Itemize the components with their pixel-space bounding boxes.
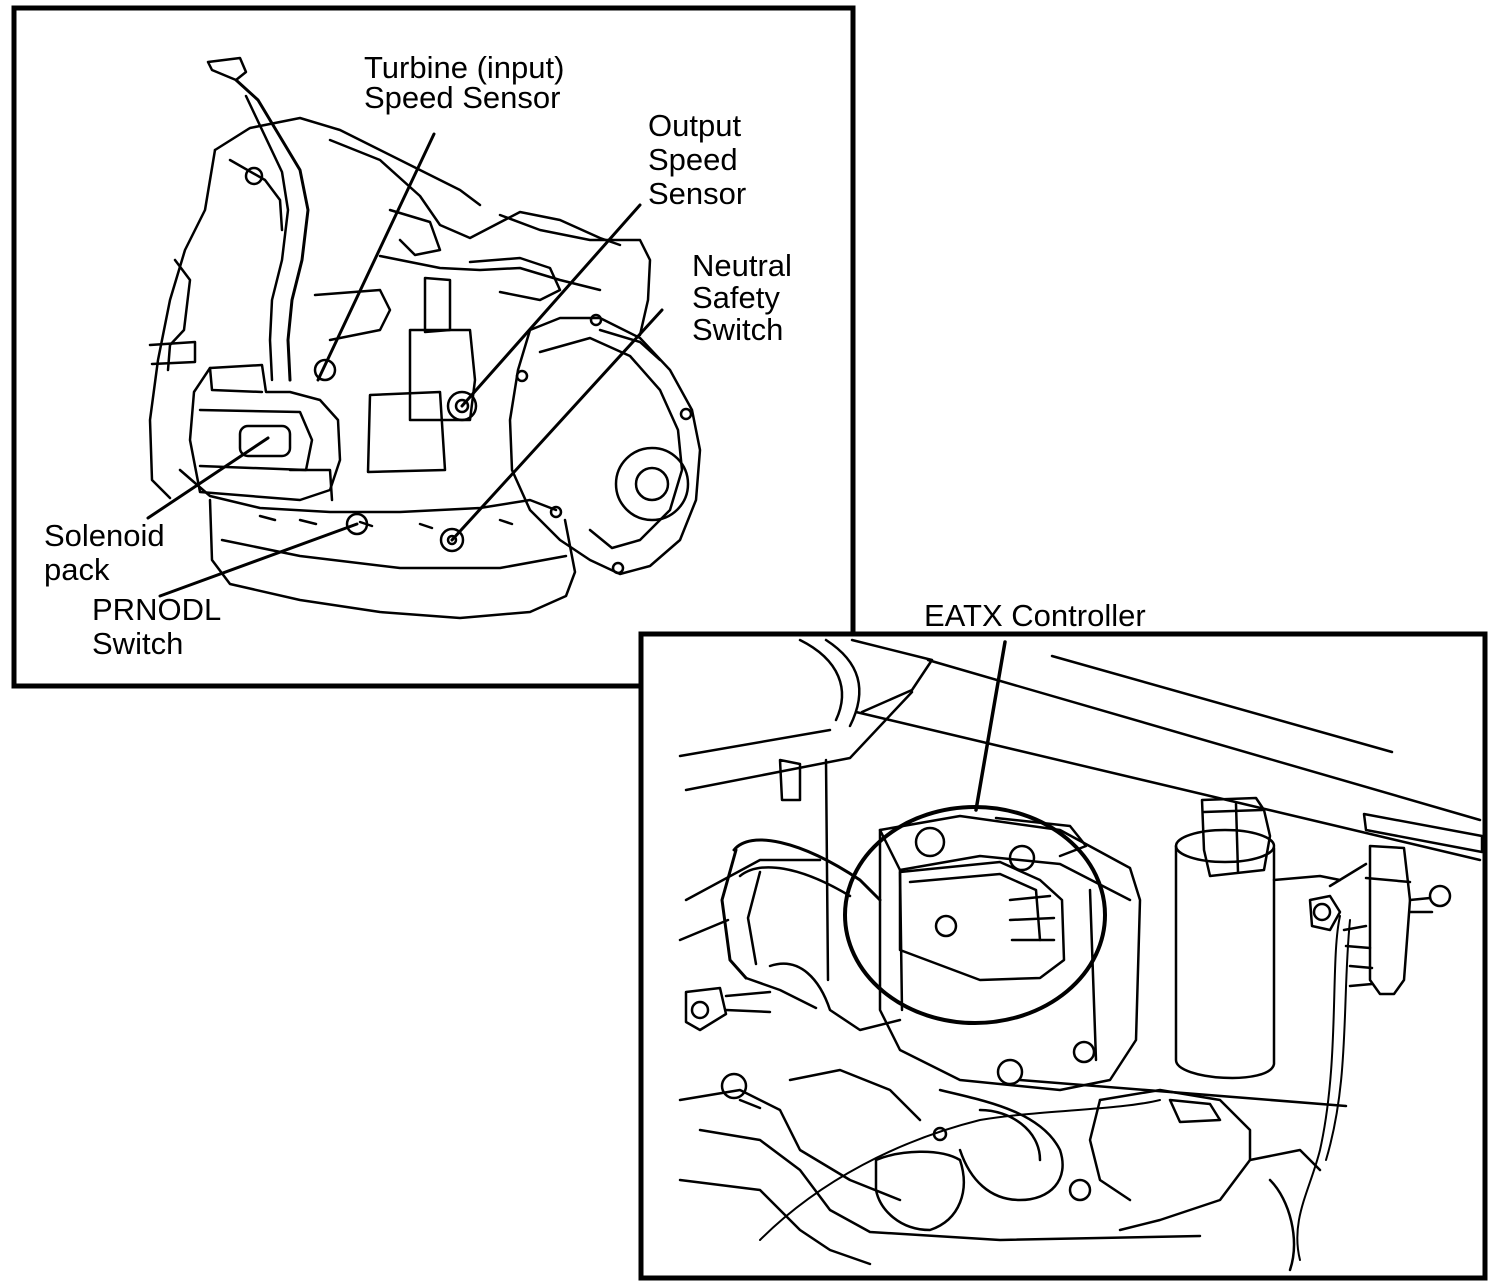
eatx-controller-leader [974, 640, 1007, 812]
output-sensor-leader [460, 203, 642, 408]
prnodl-switch-label: PRNODL Switch [92, 592, 229, 661]
eatx-panel: EATX Controller [638, 598, 1488, 1281]
turbine-sensor-leader [316, 132, 436, 382]
solenoid-pack-leader [146, 436, 270, 520]
transaxle-frame [11, 5, 856, 689]
transaxle-panel: Turbine (input) Speed Sensor Output Spee… [11, 5, 856, 689]
transaxle-labels: Turbine (input) Speed Sensor Output Spee… [44, 50, 801, 661]
transaxle-leader-lines [146, 132, 664, 598]
output-sensor-label: Output Speed Sensor [648, 108, 750, 211]
eatx-callout [843, 640, 1107, 1025]
eatx-controller-label: EATX Controller [924, 598, 1146, 633]
solenoid-pack-label: Solenoid pack [44, 518, 173, 587]
transaxle-illustration [148, 56, 702, 620]
neutral-switch-label: Neutral Safety Switch [692, 248, 801, 347]
neutral-switch-leader [450, 308, 664, 542]
prnodl-switch-leader [158, 522, 359, 598]
turbine-sensor-label: Turbine (input) Speed Sensor [364, 50, 573, 115]
eatx-illustration [678, 638, 1484, 1272]
